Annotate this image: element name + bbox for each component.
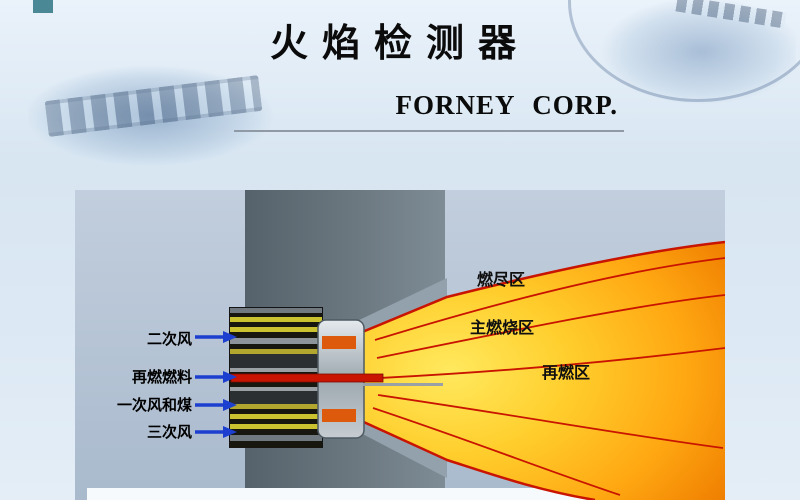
zone-label-burnout: 燃尽区 <box>477 272 526 289</box>
flow-arrow-secondary-air <box>195 331 237 343</box>
burner-diagram <box>75 190 725 500</box>
page-title: 火焰检测器 <box>269 23 530 65</box>
flame-holder-top <box>322 336 356 349</box>
flame-holder-bottom <box>322 409 356 422</box>
burner-barrel <box>229 307 443 448</box>
inlet-label-reburn-fuel: 再燃燃料 <box>131 369 192 386</box>
inlet-label-primary-air-coal: 一次风和煤 <box>116 397 192 414</box>
flow-arrow-tertiary-air <box>195 426 237 438</box>
inlet-label-secondary-air: 二次风 <box>146 331 192 348</box>
inlet-label-tertiary-air: 三次风 <box>146 424 192 441</box>
reburn-fuel-tube <box>230 373 384 383</box>
flow-arrows <box>195 331 237 438</box>
flow-arrow-reburn-fuel <box>195 371 237 383</box>
flame <box>353 240 725 500</box>
flow-arrow-primary-air-coal <box>195 399 237 411</box>
tip-guide-line <box>363 383 443 386</box>
film-strip-art-left <box>44 75 263 137</box>
zone-label-main-combustion: 主燃烧区 <box>470 320 535 337</box>
company-subtitle: FORNEY CORP. <box>234 90 624 132</box>
zone-label-reburn: 再燃区 <box>542 365 591 382</box>
flame-streamlines <box>372 257 725 496</box>
